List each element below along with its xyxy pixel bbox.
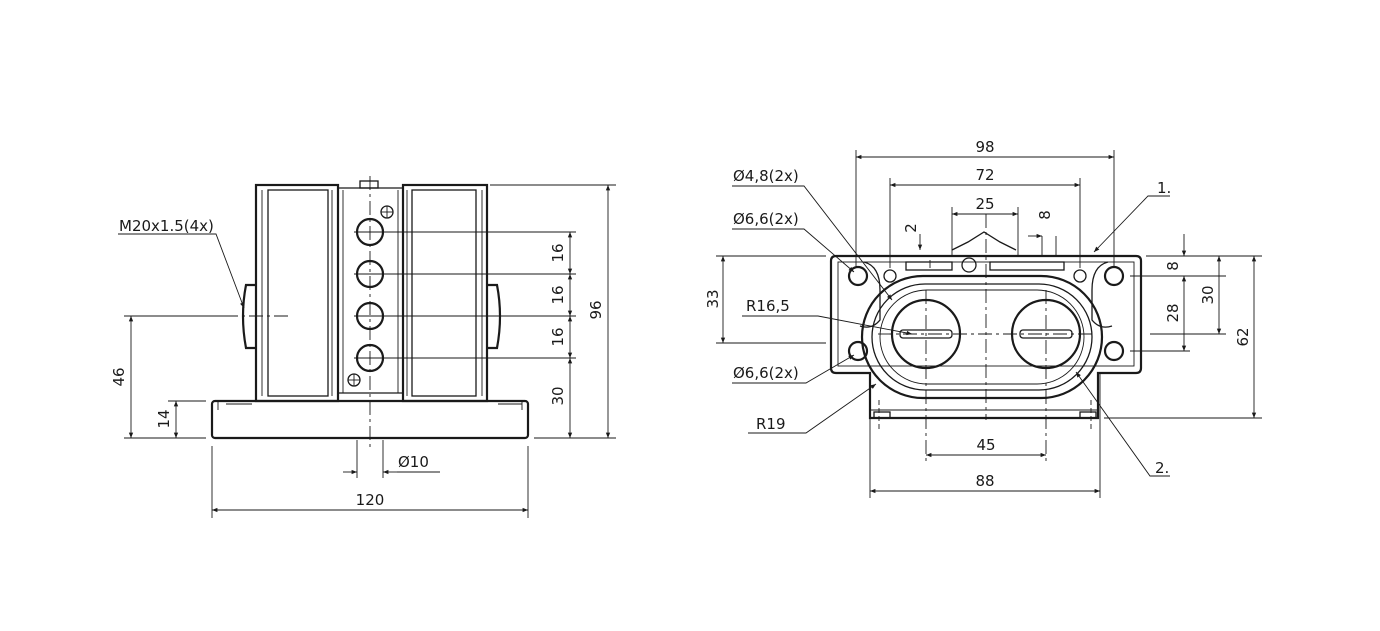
- cable-holes: [347, 205, 394, 387]
- mounting-hole: [1103, 340, 1125, 362]
- thread-label: M20x1.5(4x): [119, 217, 214, 235]
- side-view: M20x1.5(4x) 16 16 16 30 96 46 14 Ø10 120: [110, 176, 616, 518]
- dim-16-b: 16: [549, 285, 567, 304]
- r19-label: R19: [756, 415, 786, 433]
- dim-88: 88: [975, 472, 994, 490]
- dim-8-right: 8: [1164, 261, 1182, 271]
- dim-30: 30: [549, 386, 567, 405]
- flange-plate: [829, 254, 1143, 420]
- dim-62: 62: [1234, 327, 1252, 346]
- dim-28: 28: [1164, 303, 1182, 322]
- oval-outer: [860, 274, 1104, 400]
- dim-25: 25: [975, 195, 994, 213]
- callout-1: 1.: [1157, 179, 1171, 197]
- dim-33: 33: [704, 289, 722, 308]
- dim-46: 46: [110, 367, 128, 386]
- dim-8-top: 8: [1036, 210, 1054, 220]
- small-hole: [883, 269, 897, 283]
- dim-14: 14: [155, 409, 173, 428]
- dim-30-right: 30: [1199, 285, 1217, 304]
- hole-66-bottom-label: Ø6,6(2x): [733, 364, 799, 382]
- callout-2: 2.: [1155, 459, 1169, 477]
- dim-2: 2: [902, 223, 920, 233]
- front-view: 98 72 25 2 8 Ø4,8(2x) Ø6,6(2x) R16,5 Ø6,…: [704, 138, 1262, 498]
- left-housing: [254, 183, 340, 403]
- hole-66-top-label: Ø6,6(2x): [733, 210, 799, 228]
- dim-16-c: 16: [549, 327, 567, 346]
- dim-96: 96: [587, 300, 605, 319]
- right-housing: [401, 183, 489, 403]
- dim-45: 45: [976, 436, 995, 454]
- small-hole: [1073, 269, 1087, 283]
- left-thread-boss: [241, 283, 256, 350]
- right-thread-boss: [487, 283, 502, 350]
- dim-98: 98: [975, 138, 994, 156]
- r165-label: R16,5: [746, 297, 790, 315]
- dim-16-a: 16: [549, 243, 567, 262]
- dim-dia10: Ø10: [398, 453, 429, 471]
- mounting-hole: [847, 340, 869, 362]
- hole-48-label: Ø4,8(2x): [733, 167, 799, 185]
- dim-120: 120: [356, 491, 385, 509]
- screw-hole: [961, 257, 977, 273]
- dim-72: 72: [975, 166, 994, 184]
- mounting-hole: [1103, 265, 1125, 287]
- mounting-hole: [847, 265, 869, 287]
